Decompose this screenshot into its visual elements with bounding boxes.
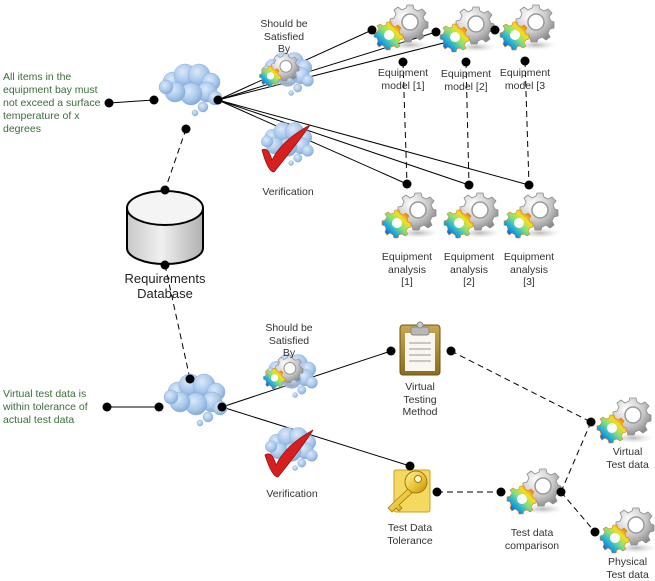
requirement-text-2: Virtual test data is within tolerance of… <box>3 388 88 426</box>
virtual-test-data-label: Virtual Test data <box>606 446 649 471</box>
link-req1-cloud <box>108 99 155 104</box>
test-data-comparison-icon <box>506 468 564 515</box>
virtual-testing-method-label: Virtual Testing Method <box>402 381 438 418</box>
equipment-model-3-icon <box>499 4 557 51</box>
physical-test-data-icon <box>599 507 655 554</box>
test-data-comparison-label: Test data comparison <box>504 527 560 552</box>
equipment-analysis-2-icon <box>443 192 501 239</box>
equipment-analysis-1-label: Equipment analysis [1] <box>381 251 433 288</box>
requirement-cloud-1 <box>158 63 223 117</box>
link-verify-tolerance <box>221 406 411 467</box>
link-verify-analysis2 <box>217 99 470 186</box>
verification-label-bottom: Verification <box>266 488 318 500</box>
equipment-model-1-icon <box>373 4 431 51</box>
link-verify-analysis1 <box>217 99 408 185</box>
requirements-database-icon <box>126 190 204 265</box>
link-model1-analysis1 <box>402 61 408 185</box>
virtual-testing-method-icon <box>399 321 441 376</box>
satisfied-by-label-bottom: Should be Satisfied By <box>265 322 313 359</box>
verification-icon-bottom <box>264 427 318 478</box>
connector-dots <box>102 25 600 537</box>
test-data-tolerance-label: Test Data Tolerance <box>387 522 433 547</box>
equipment-analysis-3-icon <box>503 192 561 239</box>
link-verify-analysis3 <box>217 99 530 186</box>
equipment-model-1-label: Equipment model [1] <box>377 67 429 92</box>
test-data-tolerance-icon <box>387 469 431 513</box>
satisfied-by-icon-top <box>258 52 314 96</box>
physical-test-data-label: Physical Test data <box>606 556 649 581</box>
link-model3-analysis3 <box>524 60 530 186</box>
equipment-model-2-icon <box>439 6 497 53</box>
verification-icon-top <box>261 122 314 173</box>
link-vtm-virtualdata <box>450 350 592 423</box>
link-cloud1-db <box>164 128 187 191</box>
equipment-analysis-1-icon <box>381 192 439 239</box>
equipment-analysis-3-label: Equipment analysis [3] <box>503 251 555 288</box>
verification-label-top: Verification <box>262 186 314 198</box>
requirement-text-1: All items in the equipment bay must not … <box>3 71 101 135</box>
virtual-test-data-icon <box>596 397 654 444</box>
equipment-analysis-2-label: Equipment analysis [2] <box>443 251 495 288</box>
equipment-model-3-label: Equipment model [3 <box>499 67 551 92</box>
equipment-model-2-label: Equipment model [2] <box>440 68 492 93</box>
requirement-cloud-2 <box>163 373 228 427</box>
satisfied-by-label-top: Should be Satisfied By <box>260 18 308 55</box>
requirements-database-label: Requirements Database <box>124 271 206 301</box>
link-comparison-physicaldata <box>560 491 596 533</box>
link-model2-analysis2 <box>465 61 470 186</box>
link-comparison-virtualdata <box>560 421 592 493</box>
